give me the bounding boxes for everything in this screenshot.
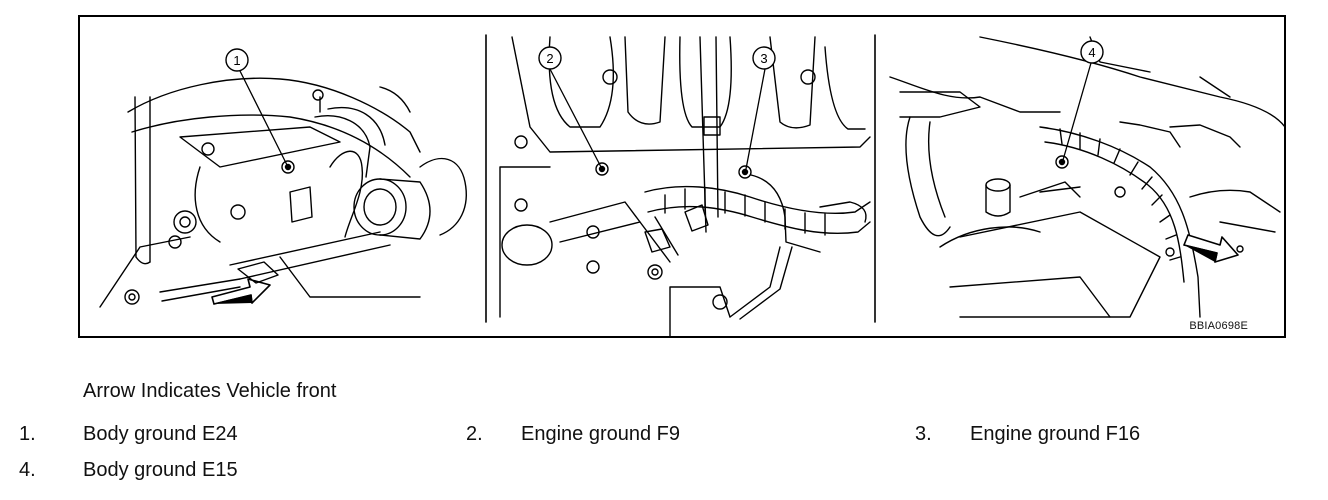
panel-1-illustration — [99, 77, 467, 308]
callout-3-circle — [752, 46, 776, 70]
callout-leaders — [239, 62, 1092, 170]
callout-2-label: 2 — [546, 51, 553, 66]
line-illustrations: 1 2 3 4 — [99, 34, 1286, 338]
arrow-caption: Arrow Indicates Vehicle front — [83, 380, 337, 402]
legend-number: 1. — [19, 423, 36, 445]
legend-number: 4. — [19, 459, 36, 481]
panel-2-illustration — [499, 36, 871, 338]
legend-number: 2. — [466, 423, 483, 445]
callout-1-circle — [225, 48, 249, 72]
panel-3-illustration — [889, 36, 1286, 318]
engine-ground-figure: 1 2 3 4 BBIA0698E — [78, 15, 1286, 338]
legend-label: Body ground E15 — [83, 459, 238, 481]
legend-label: Body ground E24 — [83, 423, 238, 445]
callout-4-label: 4 — [1088, 45, 1095, 60]
legend-label: Engine ground F16 — [970, 423, 1141, 445]
callout-4-circle — [1080, 40, 1104, 64]
legend-number: 3. — [915, 423, 932, 445]
callout-1-label: 1 — [233, 53, 240, 68]
callout-2-circle — [538, 46, 562, 70]
callout-3-label: 3 — [760, 51, 767, 66]
legend-label: Engine ground F9 — [521, 423, 681, 445]
figure-code: BBIA0698E — [1189, 320, 1248, 332]
